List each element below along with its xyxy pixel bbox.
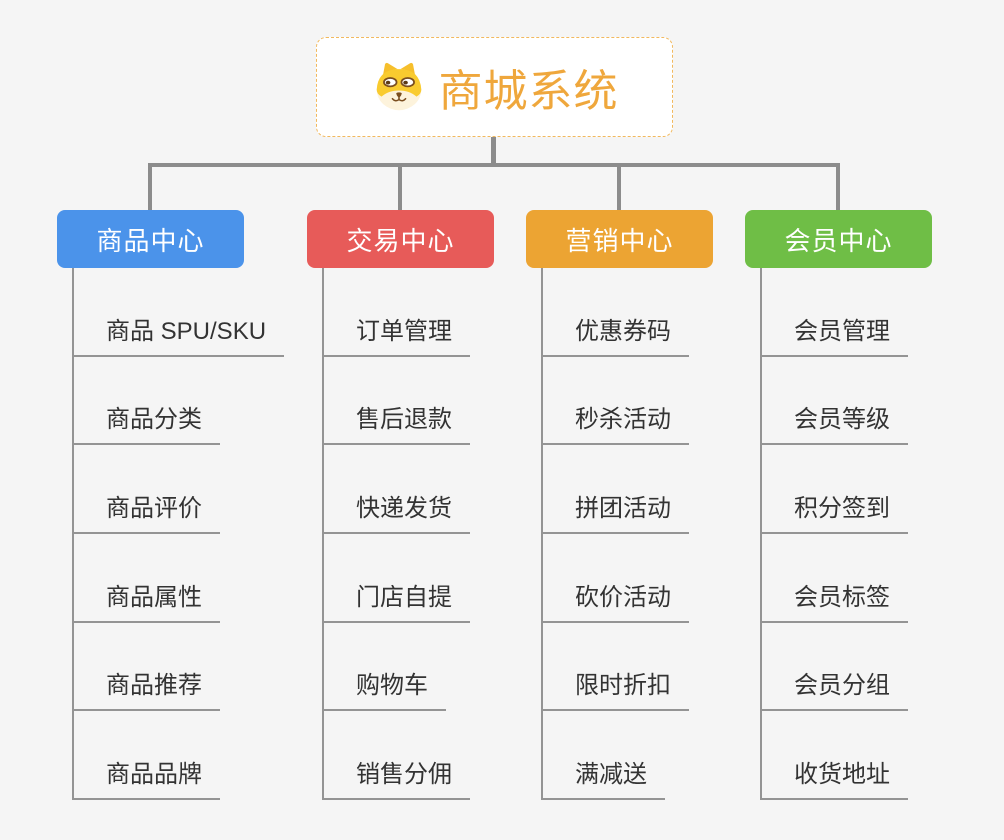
root-title: 商城系统 <box>438 67 619 116</box>
connector-branch-stub-1 <box>148 163 152 210</box>
list-item: 收货地址 <box>762 711 932 801</box>
list-item: 限时折扣 <box>543 623 713 712</box>
sub-node-member-management[interactable]: 会员管理 <box>762 317 908 357</box>
branch-node-trade-center[interactable]: 交易中心 <box>307 210 494 268</box>
branch-member-center: 会员中心 会员管理 会员等级 积分签到 会员标签 会员分组 收货地址 <box>745 210 932 801</box>
list-item: 门店自提 <box>324 534 494 623</box>
list-item: 订单管理 <box>324 268 494 357</box>
list-item: 秒杀活动 <box>543 357 713 446</box>
list-item: 商品分类 <box>74 357 244 446</box>
list-item: 会员分组 <box>762 623 932 712</box>
branch-label: 会员中心 <box>784 225 893 256</box>
branch-label: 商品中心 <box>96 225 205 256</box>
sub-node-shopping-cart[interactable]: 购物车 <box>324 671 446 712</box>
branch-trade-center: 交易中心 订单管理 售后退款 快递发货 门店自提 购物车 销售分佣 <box>307 210 494 801</box>
list-item: 会员管理 <box>762 268 932 357</box>
connector-horizontal-rail <box>148 163 840 167</box>
sub-node-shipping-address[interactable]: 收货地址 <box>762 760 908 801</box>
sub-node-member-level[interactable]: 会员等级 <box>762 405 908 446</box>
root-node[interactable]: 商城系统 <box>316 37 673 137</box>
list-item: 会员等级 <box>762 357 932 446</box>
list-item: 满减送 <box>543 711 713 801</box>
sub-node-store-pickup[interactable]: 门店自提 <box>324 583 470 623</box>
sub-node-limited-time-discount[interactable]: 限时折扣 <box>543 671 689 712</box>
sub-node-product-category[interactable]: 商品分类 <box>74 405 220 446</box>
sub-node-points-checkin[interactable]: 积分签到 <box>762 494 908 535</box>
list-item: 售后退款 <box>324 357 494 446</box>
sub-node-product-recommend[interactable]: 商品推荐 <box>74 671 220 712</box>
connector-branch-stub-4 <box>836 163 840 210</box>
sub-node-product-attribute[interactable]: 商品属性 <box>74 583 220 623</box>
branch-label: 交易中心 <box>346 225 455 256</box>
branch-node-marketing-center[interactable]: 营销中心 <box>526 210 713 268</box>
sub-node-member-groups[interactable]: 会员分组 <box>762 671 908 712</box>
list-item: 商品属性 <box>74 534 244 623</box>
list-item: 拼团活动 <box>543 445 713 535</box>
sub-node-product-review[interactable]: 商品评价 <box>74 494 220 535</box>
list-item: 销售分佣 <box>324 711 494 801</box>
list-item: 商品 SPU/SKU <box>74 268 285 357</box>
list-item: 商品推荐 <box>74 623 244 712</box>
list-item: 购物车 <box>324 623 494 712</box>
connector-branch-stub-3 <box>617 163 621 210</box>
branch-label: 营销中心 <box>565 225 674 256</box>
connector-branch-stub-2 <box>398 163 402 210</box>
list-item: 快递发货 <box>324 445 494 535</box>
sub-node-bargain-activity[interactable]: 砍价活动 <box>543 583 689 623</box>
branch-node-member-center[interactable]: 会员中心 <box>745 210 932 268</box>
sub-node-aftersale-refund[interactable]: 售后退款 <box>324 405 470 446</box>
list-item: 会员标签 <box>762 534 932 623</box>
sub-node-order-management[interactable]: 订单管理 <box>324 317 470 357</box>
list-item: 商品品牌 <box>74 711 244 801</box>
list-item: 砍价活动 <box>543 534 713 623</box>
branch-items-member: 会员管理 会员等级 积分签到 会员标签 会员分组 收货地址 <box>760 268 932 801</box>
sub-node-full-reduction[interactable]: 满减送 <box>543 760 665 801</box>
list-item: 积分签到 <box>762 445 932 535</box>
dog-face-icon <box>371 59 427 115</box>
branch-marketing-center: 营销中心 优惠券码 秒杀活动 拼团活动 砍价活动 限时折扣 满减送 <box>526 210 713 801</box>
branch-product-center: 商品中心 商品 SPU/SKU 商品分类 商品评价 商品属性 商品推荐 商品品牌 <box>57 210 285 801</box>
branch-items-product: 商品 SPU/SKU 商品分类 商品评价 商品属性 商品推荐 商品品牌 <box>72 268 285 801</box>
connector-root-stem <box>491 137 496 166</box>
sub-node-member-tags[interactable]: 会员标签 <box>762 583 908 623</box>
list-item: 商品评价 <box>74 445 244 535</box>
sub-node-express-shipping[interactable]: 快递发货 <box>324 494 470 535</box>
sub-node-group-buy[interactable]: 拼团活动 <box>543 494 689 535</box>
list-item: 优惠券码 <box>543 268 713 357</box>
branch-items-trade: 订单管理 售后退款 快递发货 门店自提 购物车 销售分佣 <box>322 268 494 801</box>
sub-node-coupon-code[interactable]: 优惠券码 <box>543 317 689 357</box>
branch-items-marketing: 优惠券码 秒杀活动 拼团活动 砍价活动 限时折扣 满减送 <box>541 268 713 801</box>
sub-node-sales-commission[interactable]: 销售分佣 <box>324 760 470 801</box>
sub-node-flash-sale[interactable]: 秒杀活动 <box>543 405 689 446</box>
sub-node-product-brand[interactable]: 商品品牌 <box>74 760 220 801</box>
sub-node-product-spu-sku[interactable]: 商品 SPU/SKU <box>74 317 285 357</box>
branch-node-product-center[interactable]: 商品中心 <box>57 210 244 268</box>
